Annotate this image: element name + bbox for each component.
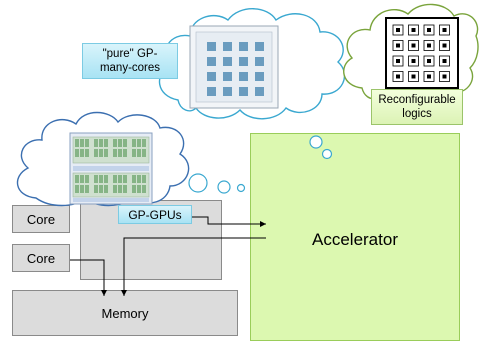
chip-cell bbox=[132, 175, 136, 183]
chip-cell bbox=[411, 74, 416, 79]
chip-cell bbox=[137, 175, 141, 183]
core-box-bottom: Core bbox=[12, 244, 70, 272]
chip-cell bbox=[255, 57, 264, 66]
chip-cell bbox=[396, 74, 400, 79]
chip-cell bbox=[85, 139, 89, 147]
chip-cell bbox=[94, 185, 98, 193]
chip-cell bbox=[113, 139, 117, 147]
chip-cell bbox=[442, 43, 447, 48]
chip-cell bbox=[85, 175, 89, 183]
gp-gpus-callout: GP-GPUs bbox=[118, 205, 192, 224]
reconfigurable-logics-callout: Reconfigurable logics bbox=[371, 89, 463, 125]
chip-cell bbox=[80, 139, 84, 147]
chip-cell bbox=[80, 175, 84, 183]
chip-cell bbox=[411, 28, 416, 32]
chip-cell bbox=[99, 185, 103, 193]
chip-cell bbox=[396, 43, 400, 48]
gpu-die-image bbox=[69, 132, 153, 205]
chip-cell bbox=[142, 185, 146, 193]
chip-cell bbox=[118, 139, 122, 147]
chip-cell bbox=[223, 57, 232, 66]
chip-cell bbox=[113, 149, 117, 157]
chip-cell bbox=[94, 175, 98, 183]
chip-cell bbox=[442, 28, 447, 32]
chip-cell bbox=[223, 72, 232, 81]
chip-cell bbox=[99, 175, 103, 183]
chip-cell bbox=[75, 139, 79, 147]
chip-cell bbox=[113, 185, 117, 193]
chip-cell bbox=[118, 149, 122, 157]
chip-cell bbox=[427, 43, 431, 48]
accelerator-box bbox=[250, 133, 460, 341]
chip-cell bbox=[239, 87, 248, 96]
chip-cell bbox=[123, 175, 127, 183]
chip-cell bbox=[104, 185, 108, 193]
chip-cell bbox=[99, 149, 103, 157]
pure-gp-line1: "pure" GP- bbox=[102, 48, 158, 60]
chip-cell bbox=[137, 139, 141, 147]
chip-cell bbox=[442, 59, 447, 63]
chip-cell bbox=[142, 175, 146, 183]
chip-cell bbox=[132, 185, 136, 193]
chip-cell bbox=[75, 175, 79, 183]
chip-cell bbox=[123, 149, 127, 157]
chip-cell bbox=[427, 74, 431, 79]
chip-cell bbox=[85, 185, 89, 193]
thought-bubbles-right bbox=[309, 135, 333, 160]
chip-cell bbox=[255, 87, 264, 96]
chip-cell bbox=[123, 139, 127, 147]
chip-cell bbox=[94, 149, 98, 157]
chip-cell bbox=[427, 28, 431, 32]
chip-cell bbox=[104, 139, 108, 147]
chip-cell bbox=[75, 185, 79, 193]
manycore-chip-image bbox=[189, 25, 279, 109]
chip-cell bbox=[411, 59, 416, 63]
chip-cell bbox=[207, 72, 216, 81]
chip-cell bbox=[255, 42, 264, 51]
chip-cell bbox=[118, 175, 122, 183]
connector-arrows bbox=[70, 216, 266, 296]
chip-cell bbox=[207, 42, 216, 51]
chip-cell bbox=[142, 149, 146, 157]
chip-cell bbox=[104, 149, 108, 157]
chip-cell bbox=[80, 149, 84, 157]
fpga-grid-image bbox=[385, 17, 459, 89]
reconfigurable-line1: Reconfigurable bbox=[378, 94, 456, 106]
chip-cell bbox=[411, 43, 416, 48]
accelerator-label: Accelerator bbox=[312, 230, 398, 249]
chip-cell bbox=[137, 185, 141, 193]
chip-cell bbox=[137, 149, 141, 157]
memory-box: Memory bbox=[12, 290, 238, 336]
chip-cell bbox=[223, 87, 232, 96]
reconfigurable-line2: logics bbox=[402, 108, 432, 120]
chip-cell bbox=[239, 72, 248, 81]
pure-gp-many-cores-callout: "pure" GP- many-cores bbox=[82, 43, 178, 79]
chip-cell bbox=[207, 87, 216, 96]
chip-cell bbox=[132, 149, 136, 157]
chip-cell bbox=[118, 185, 122, 193]
chip-cell bbox=[113, 175, 117, 183]
chip-cell bbox=[94, 139, 98, 147]
chip-cell bbox=[427, 59, 431, 63]
chip-cell bbox=[85, 149, 89, 157]
core-box-top: Core bbox=[12, 205, 70, 233]
thought-bubbles-center bbox=[188, 173, 246, 194]
chip-cell bbox=[396, 59, 400, 63]
chip-cell bbox=[75, 149, 79, 157]
chip-cell bbox=[123, 185, 127, 193]
chip-cell bbox=[223, 42, 232, 51]
chip-cell bbox=[255, 72, 264, 81]
chip-cell bbox=[442, 74, 447, 79]
chip-cell bbox=[104, 175, 108, 183]
pure-gp-line2: many-cores bbox=[99, 62, 161, 74]
chip-cell bbox=[132, 139, 136, 147]
chip-cell bbox=[239, 57, 248, 66]
chip-cell bbox=[207, 57, 216, 66]
chip-cell bbox=[99, 139, 103, 147]
chip-cell bbox=[142, 139, 146, 147]
chip-cell bbox=[239, 42, 248, 51]
chip-cell bbox=[396, 28, 400, 32]
chip-cell bbox=[80, 185, 84, 193]
